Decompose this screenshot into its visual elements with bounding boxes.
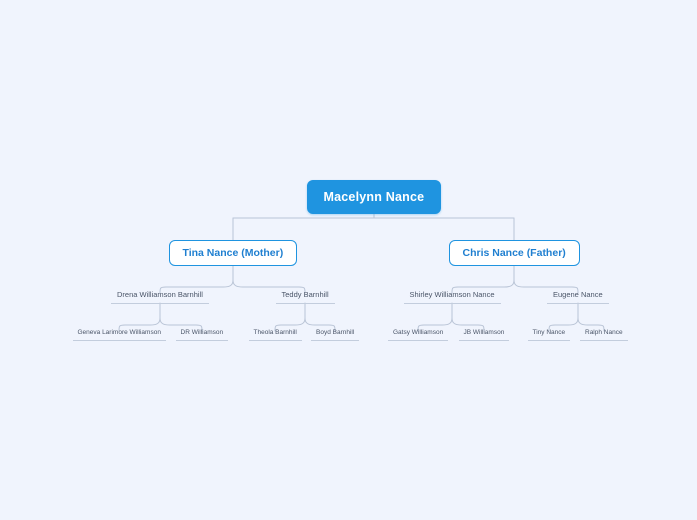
node-grandparent-drena-williamson-barnhill[interactable]: Drena Williamson Barnhill xyxy=(111,288,209,304)
node-great-grandparent-gatsy-williamson[interactable]: Gatsy Williamson xyxy=(388,327,449,341)
node-grandparent-shirley-williamson-nance[interactable]: Shirley Williamson Nance xyxy=(403,288,501,304)
node-great-grandparent-ralph-nance[interactable]: Ralph Nance xyxy=(580,327,628,341)
node-parent-mother[interactable]: Tina Nance (Mother) xyxy=(168,240,298,266)
node-great-grandparent-theola-barnhill[interactable]: Theola Barnhill xyxy=(248,327,302,341)
node-root-macelynn-nance[interactable]: Macelynn Nance xyxy=(306,180,442,214)
connector-shirley-to-gatsy xyxy=(417,317,453,332)
connector-father-to-eugene xyxy=(513,279,579,294)
connector-shirley-to-jb xyxy=(451,317,485,332)
connector-teddy-to-theola xyxy=(274,317,306,332)
node-great-grandparent-boyd-barnhill[interactable]: Boyd Barnhill xyxy=(311,327,360,341)
node-great-grandparent-tiny-nance[interactable]: Tiny Nance xyxy=(527,327,571,341)
connector-father-to-shirley xyxy=(451,279,515,294)
connector-drena-to-geneva xyxy=(118,317,161,332)
connector-eugene-to-ralph xyxy=(577,317,605,332)
connector-mother-to-teddy xyxy=(232,279,306,294)
node-great-grandparent-jb-williamson[interactable]: JB Williamson xyxy=(458,327,510,341)
node-grandparent-eugene-nance[interactable]: Eugene Nance xyxy=(547,288,609,304)
node-grandparent-teddy-barnhill[interactable]: Teddy Barnhill xyxy=(275,288,335,304)
connector-mother-to-drena xyxy=(159,279,234,294)
connector-teddy-to-boyd xyxy=(304,317,336,332)
connector-eugene-to-tiny xyxy=(548,317,579,332)
connector-drena-to-dr xyxy=(159,317,203,332)
node-great-grandparent-geneva-larimore-williamson[interactable]: Geneva Larimore Williamson xyxy=(72,327,166,341)
node-great-grandparent-dr-williamson[interactable]: DR Williamson xyxy=(175,327,229,341)
node-parent-father[interactable]: Chris Nance (Father) xyxy=(448,240,580,266)
